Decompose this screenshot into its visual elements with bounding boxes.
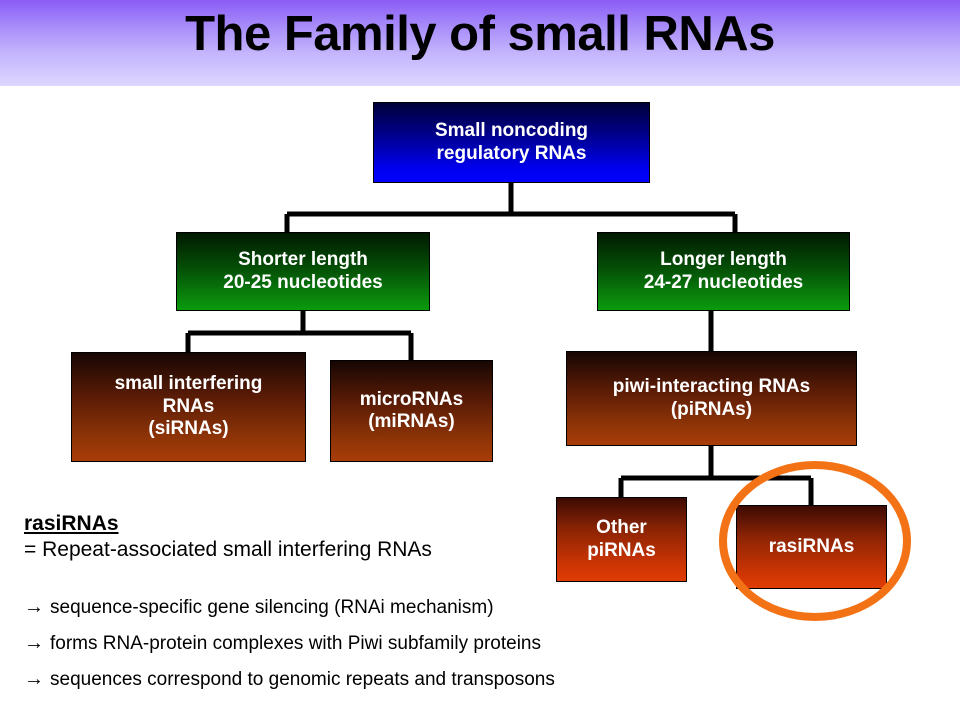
node-mirna-line2: (miRNAs) [368,411,455,432]
list-item-label: sequences correspond to genomic repeats … [50,669,555,690]
highlight-ellipse-icon [719,461,911,621]
list-item: → forms RNA-protein complexes with Piwi … [24,632,724,655]
node-sirna-line3: (siRNAs) [148,418,229,440]
node-small-interfering-rnas[interactable]: small interfering RNAs (siRNAs) [71,352,306,462]
list-item: → sequences correspond to genomic repeat… [24,668,724,691]
node-root-line2: regulatory RNAs [436,142,587,164]
node-shorter-line2: 20-25 nucleotides [223,271,383,293]
caption-definition: = Repeat-associated small interfering RN… [24,538,432,561]
node-other-pirnas[interactable]: Other piRNAs [556,497,687,582]
caption-block: rasiRNAs = Repeat-associated small inter… [24,512,624,562]
caption-term-row: rasiRNAs [24,512,624,538]
page-title: The Family of small RNAs [185,7,775,61]
node-longer-length[interactable]: Longer length 24-27 nucleotides [597,232,850,311]
node-longer-line1: Longer length [660,249,787,271]
node-sirna-line2: RNAs [162,395,215,417]
bullet-list: → sequence-specific gene silencing (RNAi… [24,596,724,704]
arrow-right-icon: → [24,668,44,690]
title-banner: The Family of small RNAs [0,0,960,86]
node-micrornas[interactable]: microRNAs (miRNAs) [330,360,493,462]
node-pirna-line1: piwi-interacting RNAs [612,376,811,398]
caption-term: rasiRNAs [24,512,119,535]
node-shorter-line1: Shorter length [238,249,368,271]
node-other-line1: Other [596,517,647,539]
node-small-noncoding-regulatory-rnas[interactable]: Small noncoding regulatory RNAs [373,102,650,183]
list-item-label: forms RNA-protein complexes with Piwi su… [50,633,541,654]
list-item-label: sequence-specific gene silencing (RNAi m… [50,597,494,618]
node-piwi-interacting-rnas[interactable]: piwi-interacting RNAs (piRNAs) [566,351,857,446]
node-root-line1: Small noncoding [434,120,589,142]
arrow-right-icon: → [24,596,44,618]
node-pirna-line2: (piRNAs) [670,398,753,420]
arrow-right-icon: → [24,632,44,654]
node-mirna-line1: microRNAs [359,388,464,410]
list-item: → sequence-specific gene silencing (RNAi… [24,596,724,619]
node-shorter-length[interactable]: Shorter length 20-25 nucleotides [176,232,430,311]
node-sirna-line1: small interfering [114,373,263,395]
node-other-line2: piRNAs [587,539,656,561]
node-longer-line2: 24-27 nucleotides [643,271,804,293]
